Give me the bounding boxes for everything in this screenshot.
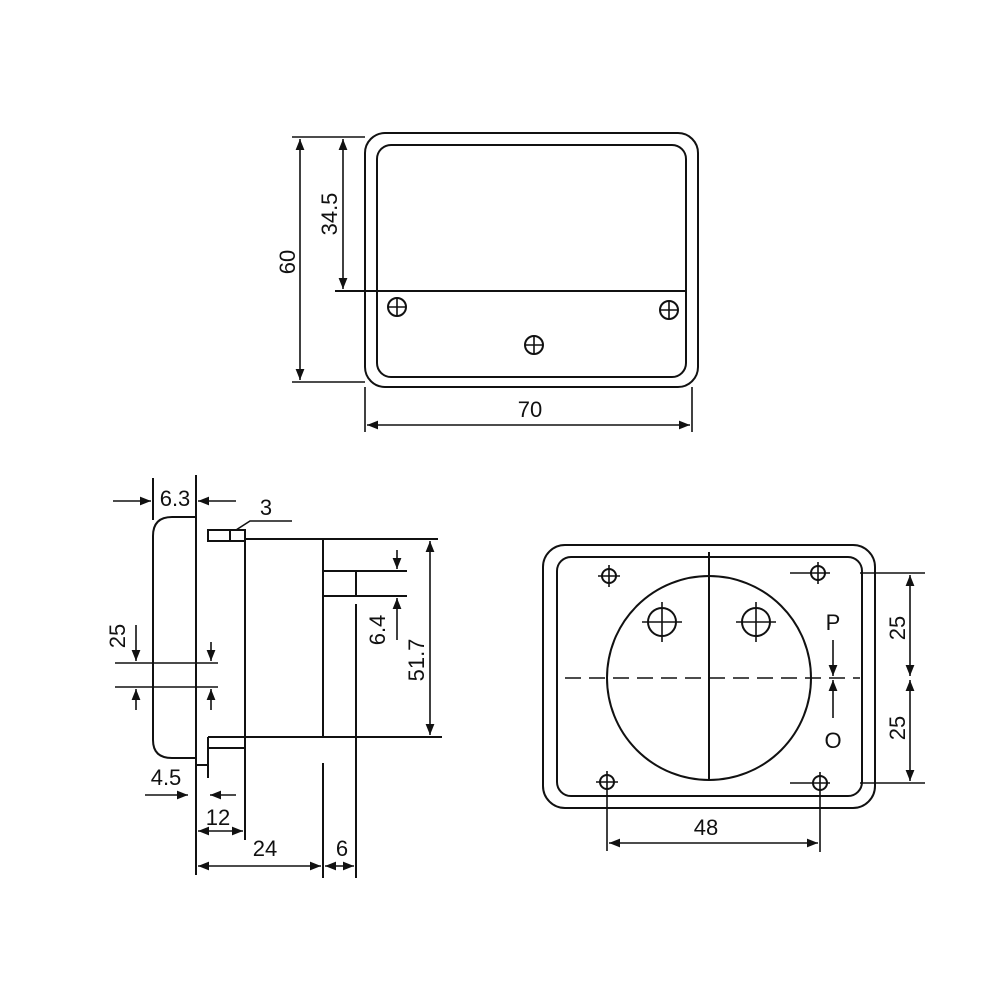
front-view: 25 25 P O 48 [542, 544, 925, 852]
dim-front-depth: 6.3 [160, 486, 191, 511]
label-p: P [826, 610, 841, 635]
dim-window-height: 34.5 [317, 193, 342, 236]
dim-flange: 12 [206, 805, 230, 830]
mount-hole-icon [790, 772, 830, 852]
dim-offset: 4.5 [151, 765, 182, 790]
screw-icon [524, 335, 544, 355]
side-view: 6.3 3 25 6.4 51.7 4.5 12 24 6 [105, 475, 442, 878]
label-o: O [824, 728, 841, 753]
dim-rear: 6 [336, 836, 348, 861]
dim-height: 60 [275, 250, 300, 274]
dim-gap: 25 [105, 624, 130, 648]
dim-hole-spacing: 48 [694, 815, 718, 840]
dim-body-height: 51.7 [404, 639, 429, 682]
dim-width: 70 [518, 397, 542, 422]
screw-icon [659, 300, 679, 320]
terminal-icon [642, 602, 682, 642]
dim-lower: 25 [885, 716, 910, 740]
top-view: 60 34.5 70 [275, 132, 699, 432]
mount-hole-icon [790, 562, 830, 584]
dim-terminal: 6.4 [365, 615, 390, 646]
mount-hole-icon [598, 565, 620, 587]
screw-icon [387, 297, 407, 317]
dim-upper: 25 [885, 616, 910, 640]
mount-hole-icon [596, 771, 618, 851]
dim-tab: 3 [260, 495, 272, 520]
terminal-icon [736, 602, 776, 642]
dim-body-depth: 24 [253, 836, 277, 861]
